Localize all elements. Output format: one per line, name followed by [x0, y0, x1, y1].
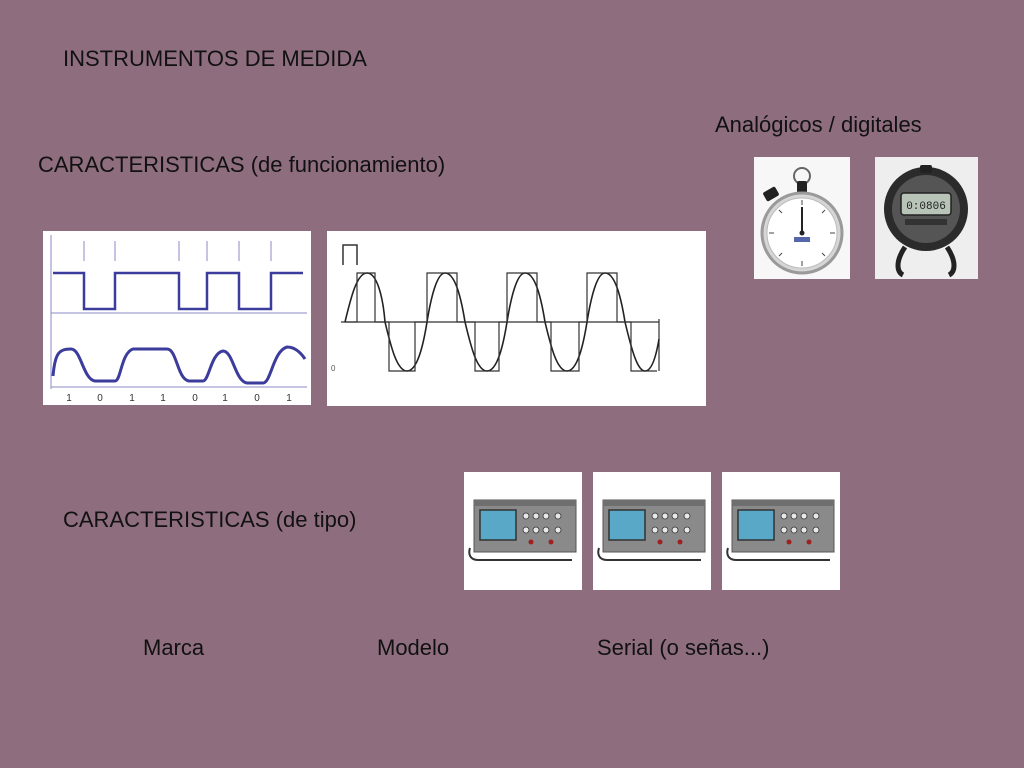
slide-title: INSTRUMENTOS DE MEDIDA: [63, 46, 367, 71]
digital-stopwatch-image: 0:0806: [875, 157, 978, 279]
quantized-wave: [345, 272, 657, 372]
pulse-marker: [342, 244, 358, 265]
bit-label: 0: [192, 393, 198, 404]
bit-label: 0: [254, 393, 260, 404]
svg-text:0: 0: [331, 364, 336, 373]
bit-label: 1: [66, 393, 72, 404]
oscilloscope-image-1: [464, 472, 582, 590]
stopwatch-display: 0:0806: [906, 201, 946, 213]
square-wave: [53, 271, 303, 311]
bit-label: 0: [97, 393, 103, 404]
oscilloscope-image-3: [722, 472, 840, 590]
distorted-wave: [51, 345, 307, 385]
heading-type-characteristics: CARACTERISTICAS (de tipo): [63, 507, 357, 532]
instrument-types-caption: Analógicos / digitales: [715, 112, 922, 137]
oscilloscope-image-2: [593, 472, 711, 590]
bit-label: 1: [222, 393, 228, 404]
sampled-sine-diagram: 0: [327, 231, 706, 406]
analog-stopwatch-image: [754, 157, 850, 279]
digital-signal-diagram: 1 0 1 1 0 1 0 1: [43, 231, 311, 405]
label-model: Modelo: [377, 635, 450, 660]
bit-label: 1: [286, 393, 292, 404]
label-brand: Marca: [143, 635, 205, 660]
bit-label: 1: [129, 393, 135, 404]
heading-functional-characteristics: CARACTERISTICAS (de funcionamiento): [38, 152, 446, 177]
bit-label: 1: [160, 393, 166, 404]
label-serial: Serial (o señas...): [597, 635, 770, 660]
